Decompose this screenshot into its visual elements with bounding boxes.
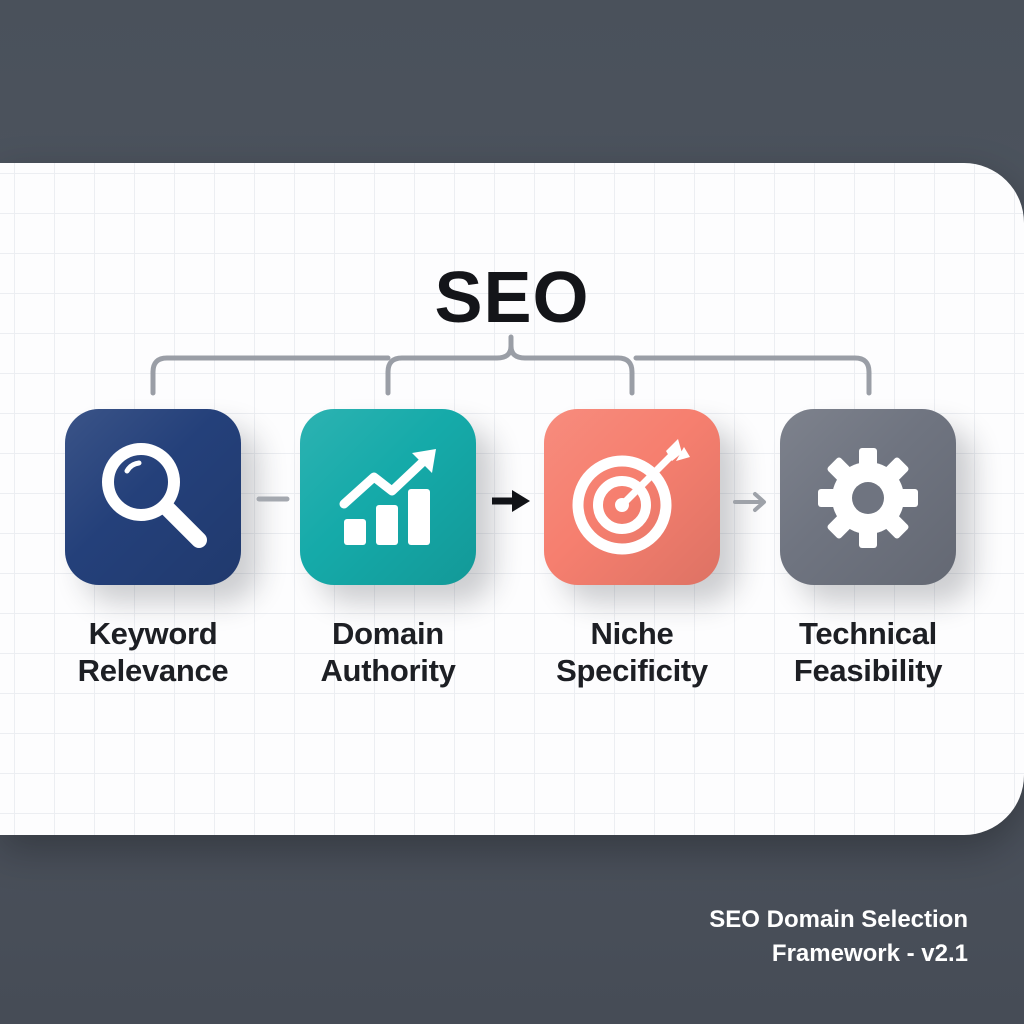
step-label-technical-feasibility: Technical Feasibility: [738, 615, 998, 689]
diagram-title: SEO: [434, 258, 590, 338]
technical-feasibility-tile: [780, 409, 956, 585]
step-label-line: Niche: [590, 616, 674, 651]
step-label-line: Feasibility: [793, 653, 943, 688]
step-label-niche-specificity: Niche Specificity: [502, 615, 762, 689]
footer-caption: SEO Domain Selection Framework - v2.1: [709, 903, 968, 971]
step-label-line: Technical: [799, 616, 937, 651]
domain-authority-tile: [300, 409, 476, 585]
keyword-relevance-tile: [65, 409, 241, 585]
magnifier-icon: [102, 443, 207, 548]
footer-line: SEO Domain Selection: [709, 906, 968, 933]
niche-specificity-tile: [544, 409, 720, 585]
step-label-line: Specificity: [556, 653, 708, 688]
step-label-line: Keyword: [88, 616, 218, 651]
step-label-line: Domain: [332, 616, 444, 651]
gear-icon: [818, 448, 918, 548]
step-label-line: Authority: [320, 653, 456, 688]
step-label-keyword-relevance: Keyword Relevance: [23, 615, 283, 689]
step-label-domain-authority: Domain Authority: [258, 615, 518, 689]
target-icon: [572, 439, 690, 555]
growth-chart-icon: [339, 449, 436, 545]
step-label-line: Relevance: [77, 653, 229, 688]
footer-line: Framework - v2.1: [771, 940, 968, 967]
